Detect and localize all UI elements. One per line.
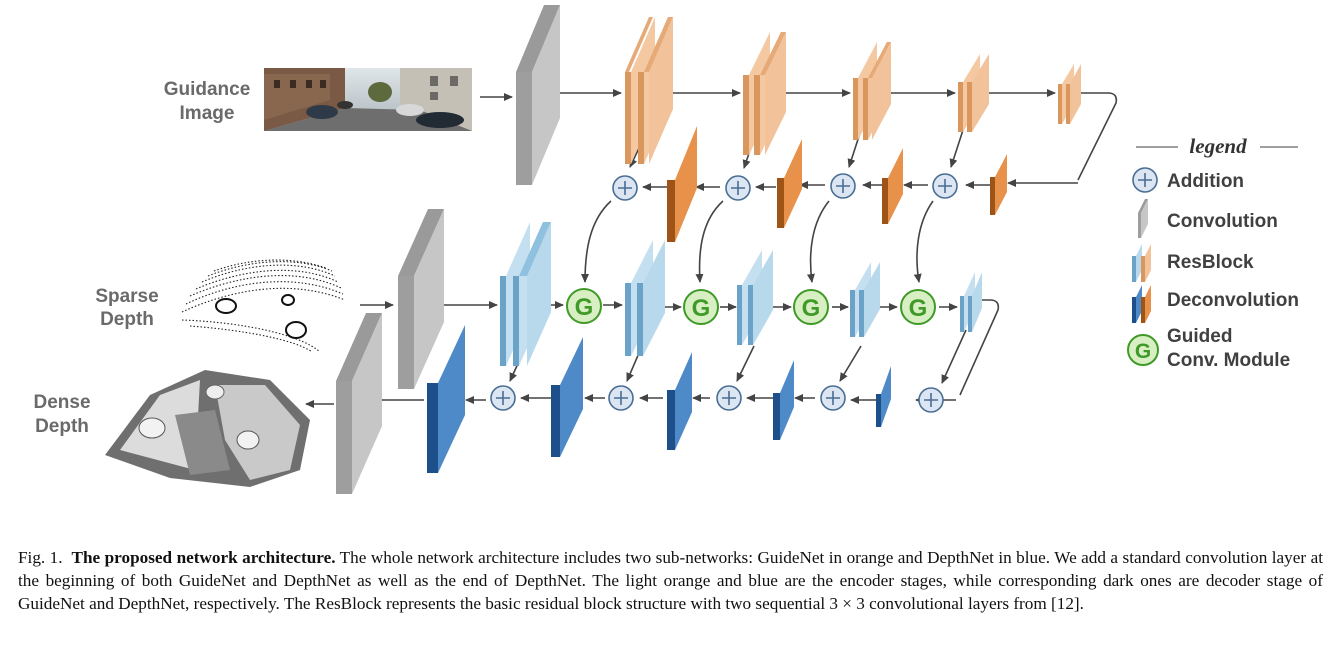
legend-label-guided-line2: Conv. Module — [1167, 350, 1290, 371]
legend-title: legend — [1189, 134, 1247, 158]
guided-symbol: G — [909, 295, 928, 322]
deconv-depth-1 — [427, 325, 465, 473]
architecture-diagram: Guidance Image Sparse Depth Dense Depth — [33, 5, 1299, 494]
legend-label-convolution: Convolution — [1167, 211, 1278, 232]
label-dense-line2: Depth — [35, 416, 89, 437]
addition-icon — [918, 387, 944, 413]
deconv-depth-4 — [773, 360, 794, 440]
guided-conv-icon: G — [566, 288, 602, 324]
addition-icon — [932, 173, 958, 199]
conv-layer-output — [336, 313, 382, 494]
label-dense-depth: Dense Depth — [33, 392, 90, 437]
guided-symbol: G — [575, 294, 594, 321]
figure-caption: Fig. 1. The proposed network architectur… — [18, 546, 1323, 615]
deconv-guide-2 — [777, 139, 802, 228]
addition-icon — [830, 173, 856, 199]
legend-label-resblock: ResBlock — [1167, 252, 1254, 273]
sparse-depth-points — [181, 259, 346, 353]
legend-item-convolution: Convolution — [1138, 199, 1278, 238]
legend-item-deconvolution: Deconvolution — [1132, 285, 1299, 323]
label-guidance-line2: Image — [180, 103, 235, 124]
addition-icon — [820, 385, 846, 411]
legend-item-resblock: ResBlock — [1132, 244, 1254, 282]
deconv-depth-5 — [876, 366, 891, 427]
addition-icon — [716, 385, 742, 411]
resblock-depth-4 — [850, 262, 880, 337]
guided-conv-modules: G G G G — [566, 288, 936, 325]
addition-icon — [1132, 167, 1158, 193]
deconv-guide-3 — [882, 148, 903, 224]
resblock-guide-5 — [1058, 64, 1081, 124]
guided-conv-icon: G — [900, 289, 936, 325]
guided-conv-icon: G — [1127, 334, 1159, 366]
addition-icon — [608, 385, 634, 411]
resblock-guide-4 — [958, 54, 989, 132]
conv-layer-depth-input — [398, 209, 444, 389]
resblock-depth-3 — [737, 250, 773, 345]
label-sparse-depth: Sparse Depth — [95, 286, 158, 330]
guided-symbol: G — [802, 295, 821, 322]
label-guidance-image: Guidance Image — [164, 79, 251, 124]
resblock-depth-5 — [960, 272, 982, 332]
addition-icon — [612, 175, 638, 201]
legend-label-deconvolution: Deconvolution — [1167, 290, 1299, 311]
label-sparse-line1: Sparse — [95, 286, 158, 307]
addition-nodes — [490, 173, 958, 413]
depthnet-decoder-stack — [427, 325, 891, 473]
guided-conv-icon: G — [683, 289, 719, 325]
deconvolution-icon — [1132, 285, 1151, 323]
resblock-depth-1 — [500, 222, 551, 366]
addition-icon — [490, 385, 516, 411]
caption-title: The proposed network architecture. — [71, 548, 336, 567]
caption-label: Fig. 1. — [18, 548, 63, 567]
conv-layer-guide-input — [516, 5, 560, 185]
legend-item-guided-conv: G Guided Conv. Module — [1127, 326, 1290, 371]
label-guidance-line1: Guidance — [164, 79, 251, 100]
guidenet-encoder-stack — [625, 17, 1081, 164]
label-dense-line1: Dense — [33, 392, 90, 413]
deconv-depth-3 — [667, 352, 692, 450]
guided-symbol: G — [692, 295, 711, 322]
deconv-depth-2 — [551, 337, 583, 457]
resblock-icon — [1132, 244, 1151, 282]
addition-icon — [725, 175, 751, 201]
caption-body: The whole network architecture includes … — [18, 548, 1323, 613]
resblock-depth-2 — [625, 240, 665, 356]
label-sparse-line2: Depth — [100, 309, 154, 330]
convolution-icon — [1138, 199, 1148, 238]
deconv-guide-1 — [667, 126, 697, 242]
legend: legend Addition Convolution ResBloc — [1127, 134, 1299, 371]
legend-label-guided-line1: Guided — [1167, 326, 1232, 347]
deconv-guide-4 — [990, 154, 1007, 215]
dense-depth-output — [105, 370, 310, 487]
resblock-guide-3 — [853, 42, 891, 140]
resblock-guide-1 — [625, 17, 673, 164]
legend-label-addition: Addition — [1167, 171, 1244, 192]
guided-conv-icon: G — [793, 289, 829, 325]
guidance-image-photo — [264, 68, 472, 131]
legend-item-addition: Addition — [1132, 167, 1244, 193]
guidenet-decoder-stack — [667, 126, 1007, 242]
depthnet-encoder-stack — [500, 222, 982, 366]
guided-symbol: G — [1135, 340, 1151, 363]
resblock-guide-2 — [743, 32, 786, 155]
